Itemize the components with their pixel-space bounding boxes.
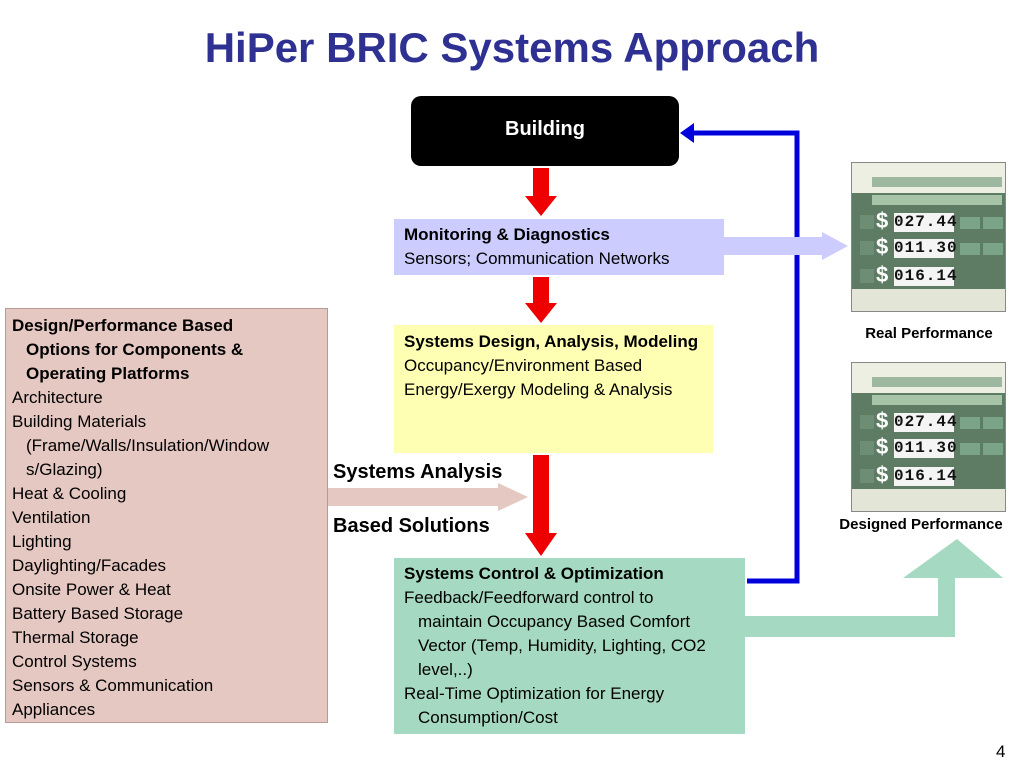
systems-design-body: Occupancy/Environment Based Energy/Exerg…	[404, 356, 673, 399]
blue-feedback-arrowhead	[680, 123, 694, 143]
design-item: Ventilation	[12, 508, 91, 527]
dashboard-row: $ 011.30	[856, 234, 1003, 261]
dashboard-title-band	[872, 195, 1002, 205]
based-solutions-label: Based Solutions	[333, 515, 490, 537]
design-item: Thermal Storage	[12, 628, 139, 647]
systems-control-item-1-cont: maintain Occupancy Based Comfort Vector …	[418, 612, 706, 679]
blue-feedback-line	[690, 130, 800, 584]
design-item: Architecture	[12, 388, 103, 407]
dashboard-value: 011.30	[894, 439, 958, 458]
dashboard-row: $ 011.30	[856, 434, 1003, 461]
dashboard-real-performance: $ 027.44 $ 011.30 $ 016.14	[851, 162, 1006, 312]
design-options-heading-cont: Options for Components & Operating Platf…	[26, 340, 244, 383]
dashboard-title-band	[872, 395, 1002, 405]
dashboard-button	[983, 217, 1003, 229]
dashboard-tabs	[872, 377, 1002, 387]
design-item: Building Materials	[12, 412, 147, 431]
systems-design-heading: Systems Design, Analysis, Modeling	[404, 332, 699, 351]
dashboard-value: 016.14	[894, 467, 958, 486]
row-label	[860, 441, 874, 455]
dashboard-row: $ 016.14	[856, 262, 1002, 289]
systems-control-box: Systems Control & Optimization Feedback/…	[394, 558, 745, 734]
dashboard-button	[960, 217, 980, 229]
dashboard-button	[960, 243, 980, 255]
systems-control-item-2: Real-Time Optimization for Energy	[404, 684, 665, 703]
dashboard-designed-performance: $ 027.44 $ 011.30 $ 016.14	[851, 362, 1006, 512]
building-box: Building	[411, 96, 679, 166]
dashboard-footer	[852, 289, 1005, 311]
dashboard-value: 016.14	[894, 267, 958, 286]
systems-control-item-1: Feedback/Feedforward control to	[404, 588, 654, 607]
dashboard-value: 027.44	[894, 413, 958, 432]
dollar-icon: $	[876, 434, 889, 459]
dashboard-row: $ 016.14	[856, 462, 1002, 489]
lavender-arrow	[724, 232, 848, 260]
design-item: Control Systems	[12, 652, 137, 671]
design-item: (Frame/Walls/Insulation/Window s/Glazing…	[26, 436, 270, 479]
monitoring-box: Monitoring & Diagnostics Sensors; Commun…	[394, 219, 724, 275]
dollar-icon: $	[876, 234, 889, 259]
dashboard-button	[960, 417, 980, 429]
monitoring-heading: Monitoring & Diagnostics	[404, 225, 610, 244]
row-label	[860, 215, 874, 229]
design-item: Heat & Cooling	[12, 484, 127, 503]
design-item: Battery Based Storage	[12, 604, 184, 623]
dashboard-value: 027.44	[894, 213, 958, 232]
designed-performance-caption: Designed Performance	[839, 516, 1003, 533]
dashboard-row: $ 027.44	[856, 208, 1003, 235]
dollar-icon: $	[876, 462, 889, 487]
red-arrow-1	[525, 168, 557, 216]
systems-control-heading: Systems Control & Optimization	[404, 564, 664, 583]
page-title: HiPer BRIC Systems Approach	[204, 24, 820, 71]
design-item: Lighting	[12, 532, 72, 551]
design-options-heading: Design/Performance Based	[12, 316, 234, 335]
design-item: Appliances	[12, 700, 96, 719]
row-label	[860, 269, 874, 283]
dashboard-footer	[852, 489, 1005, 511]
systems-design-box: Systems Design, Analysis, Modeling Occup…	[394, 325, 713, 453]
building-label: Building	[505, 118, 585, 140]
red-arrow-3	[525, 455, 557, 556]
teal-arrow	[745, 539, 1003, 637]
monitoring-body: Sensors; Communication Networks	[404, 249, 670, 268]
dashboard-button	[983, 443, 1003, 455]
dollar-icon: $	[876, 408, 889, 433]
dashboard-tabs	[872, 177, 1002, 187]
dollar-icon: $	[876, 262, 889, 287]
systems-control-item-2-cont: Consumption/Cost	[418, 708, 558, 727]
dashboard-row: $ 027.44	[856, 408, 1003, 435]
dashboard-value: 011.30	[894, 239, 958, 258]
row-label	[860, 469, 874, 483]
design-item: Sensors & Communication	[12, 676, 214, 695]
systems-analysis-label: Systems Analysis	[333, 461, 503, 483]
pink-arrow	[328, 483, 528, 511]
design-options-box: Design/Performance Based Options for Com…	[5, 308, 328, 723]
dashboard-button	[960, 443, 980, 455]
dashboard-button	[983, 243, 1003, 255]
dashboard-button	[983, 417, 1003, 429]
dollar-icon: $	[876, 208, 889, 233]
design-item: Daylighting/Facades	[12, 556, 167, 575]
page-number: 4	[996, 742, 1006, 761]
design-item: Onsite Power & Heat	[12, 580, 171, 599]
red-arrow-2	[525, 277, 557, 323]
row-label	[860, 241, 874, 255]
real-performance-caption: Real Performance	[865, 325, 993, 342]
row-label	[860, 415, 874, 429]
